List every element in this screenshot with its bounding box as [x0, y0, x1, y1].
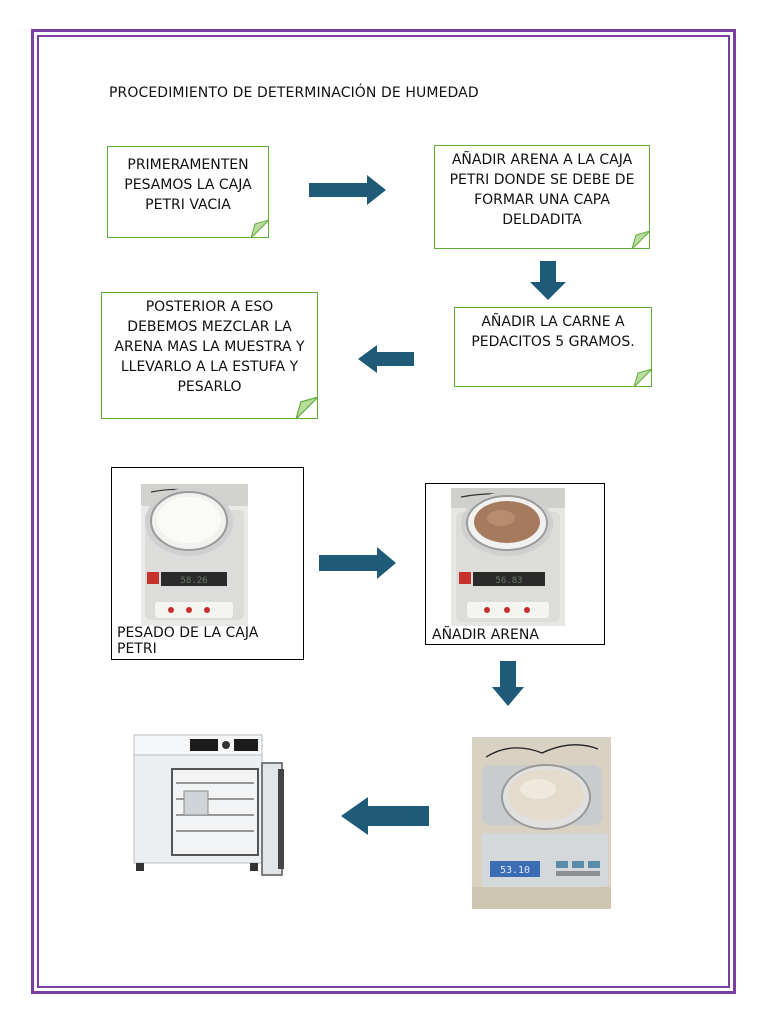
- left-arrow-icon: [358, 345, 414, 373]
- right-arrow-icon: [309, 175, 386, 205]
- page-fold-icon: [632, 231, 649, 248]
- svg-text:56.83: 56.83: [495, 576, 522, 586]
- left-arrow-icon: [341, 797, 429, 835]
- balance-scale-image: 56.83: [451, 488, 565, 626]
- step-3-text: AÑADIR LA CARNE A PEDACITOS 5 GRAMOS.: [471, 314, 635, 350]
- drying-oven-image: [133, 734, 284, 876]
- down-arrow-icon: [530, 261, 566, 300]
- photo-caption-2: AÑADIR ARENA: [432, 627, 539, 643]
- page-border-inner: [37, 35, 730, 988]
- right-arrow-icon: [319, 547, 396, 579]
- page-border-outer: [31, 29, 736, 994]
- photo-box-petri-empty: 58.26 PESADO DE LA CAJA PETRI: [111, 467, 304, 660]
- document-title: PROCEDIMIENTO DE DETERMINACIÓN DE HUMEDA…: [109, 85, 479, 101]
- step-4-text: POSTERIOR A ESO DEBEMOS MEZCLAR LA ARENA…: [114, 299, 305, 395]
- page-fold-icon: [251, 220, 268, 237]
- step-note-1: PRIMERAMENTEN PESAMOS LA CAJA PETRI VACI…: [107, 146, 269, 238]
- step-note-4: POSTERIOR A ESO DEBEMOS MEZCLAR LA ARENA…: [101, 292, 318, 419]
- photo-box-sand: 56.83 AÑADIR ARENA: [425, 483, 605, 645]
- step-2-text: AÑADIR ARENA A LA CAJA PETRI DONDE SE DE…: [449, 152, 635, 228]
- svg-text:53.10: 53.10: [500, 865, 530, 876]
- page-fold-icon: [634, 369, 651, 386]
- photo-caption-1: PESADO DE LA CAJA PETRI: [117, 625, 259, 657]
- down-arrow-icon: [492, 661, 524, 706]
- step-1-text: PRIMERAMENTEN PESAMOS LA CAJA PETRI VACI…: [124, 157, 252, 213]
- balance-scale-image: 58.26: [141, 484, 248, 626]
- svg-text:58.26: 58.26: [180, 576, 207, 586]
- page-fold-icon: [296, 397, 317, 418]
- step-note-3: AÑADIR LA CARNE A PEDACITOS 5 GRAMOS.: [454, 307, 652, 387]
- step-note-2: AÑADIR ARENA A LA CAJA PETRI DONDE SE DE…: [434, 145, 650, 249]
- balance-scale-image: 53.10: [472, 737, 611, 909]
